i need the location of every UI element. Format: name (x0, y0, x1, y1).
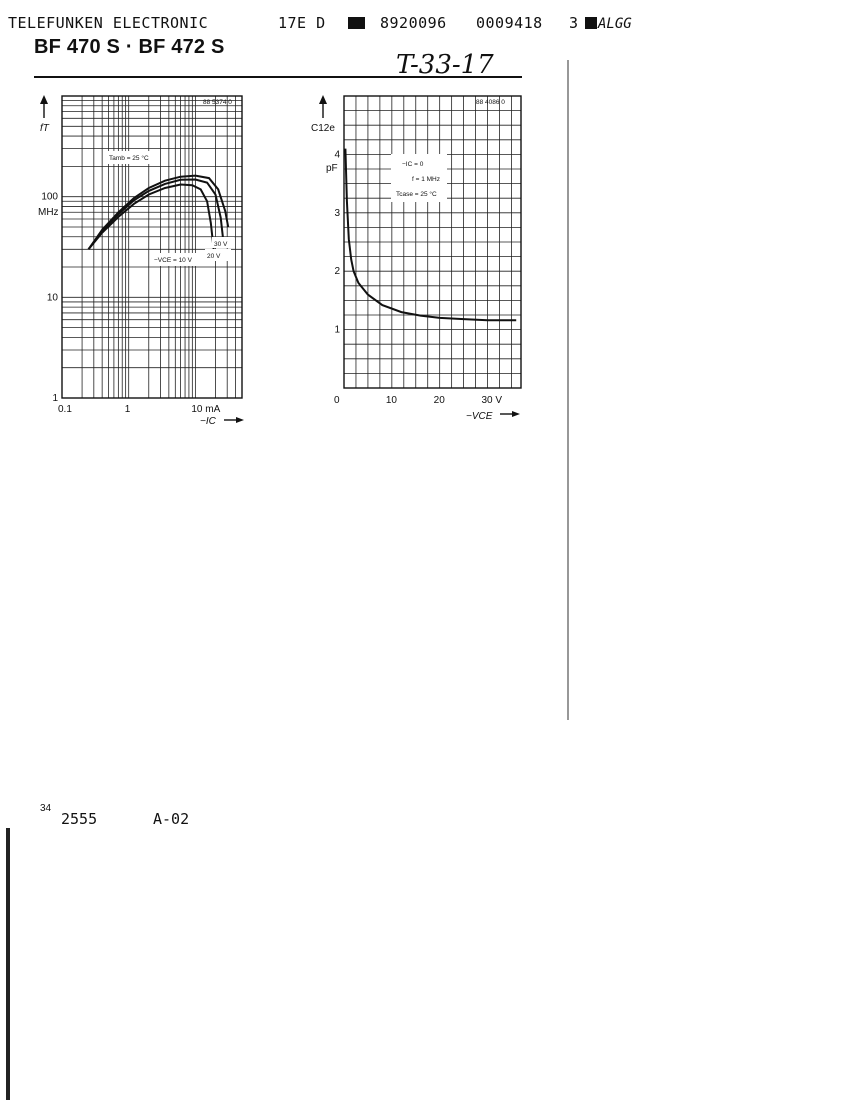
ft-series-label-box-3 (212, 237, 234, 248)
ft-y-tick-label: 100 (41, 192, 58, 203)
scan-margin-line (567, 60, 569, 720)
c12e-condition-line-1: −IC = 0 (402, 161, 424, 168)
c12e-y-axis-arrowhead (319, 95, 327, 104)
c12e-x-label: −VCE (466, 411, 493, 422)
header-suffix: ALGG (598, 16, 632, 32)
ft-x-axis-arrowhead (236, 417, 244, 423)
c12e-y-tick-label: 3 (334, 208, 340, 219)
ft-chart-figure-id: 88 5374 0 (203, 99, 232, 106)
ft-y-tick-label: 10 (47, 292, 59, 303)
ft-x-tick-label: 1 (125, 404, 131, 415)
ft-chart-curves (87, 174, 230, 253)
c12e-x-tick-label: 20 (434, 395, 446, 406)
ft-x-tick-label: 10 mA (191, 404, 220, 415)
ft-series-label-box-2 (205, 249, 231, 261)
header-number-1: 8920096 (380, 14, 447, 32)
page-title: BF 470 S · BF 472 S (34, 36, 225, 58)
ft-series-label-30v: 30 V (214, 241, 228, 248)
ft-series-label-20v: 20 V (207, 253, 221, 260)
ft-y-label: fT (40, 123, 50, 134)
c12e-x-tick-label: 30 V (482, 395, 503, 406)
c12e-x-axis-arrowhead (512, 411, 520, 417)
c12e-condition-line-2: f = 1 MHz (412, 176, 440, 183)
ft-y-unit: MHz (38, 207, 59, 218)
c12e-chart-ticks: 0 10 20 30 V 1 2 3 4 (334, 149, 502, 406)
ft-x-tick-label: 0.1 (58, 404, 72, 415)
header-block-mark (348, 17, 365, 29)
ft-condition-label: Tamb = 25 °C (109, 154, 149, 162)
ft-y-axis-arrowhead (40, 95, 48, 104)
ft-chart-grid (61, 96, 243, 399)
c12e-y-unit: pF (326, 163, 338, 174)
footer-revision: A-02 (153, 810, 190, 828)
page-number: 34 (40, 803, 52, 814)
c12e-chart-grid (344, 96, 521, 388)
title-rule (34, 76, 522, 78)
ft-x-label: −IC (200, 416, 217, 427)
c12e-condition-line-3: Tcase = 25 °C (396, 190, 437, 198)
header-code: 17E D (278, 14, 326, 32)
c12e-y-tick-label: 4 (334, 149, 340, 160)
header-number-3: 3 (569, 14, 579, 32)
c12e-y-label: C12e (311, 123, 335, 134)
c12e-chart-curves (344, 148, 517, 322)
c12e-y-tick-label: 1 (334, 325, 340, 336)
ft-chart-frame (61, 95, 243, 399)
ft-series-line-2 (87, 174, 230, 250)
c12e-condition-box (391, 154, 447, 202)
c12e-vs-vce-chart: 88 4086 0 0 10 20 30 V 1 2 3 4 C12e pF −VCE −IC… (311, 95, 522, 422)
scan-edge-bar (6, 828, 10, 1100)
ft-series-label-10v: −VCE = 10 V (154, 257, 193, 264)
c12e-chart-frame (343, 95, 522, 389)
header-number-2: 0009418 (476, 14, 543, 32)
ft-condition-box (106, 151, 154, 164)
footer-doc-code: 2555 (61, 810, 98, 828)
ft-series-label-box-1 (151, 253, 203, 266)
c12e-y-tick-label: 2 (334, 266, 340, 277)
c12e-series-line-0 (344, 148, 517, 322)
ft-y-tick-label: 1 (52, 393, 58, 404)
c12e-x-tick-label: 0 (334, 395, 340, 406)
handwritten-note: T-33-17 (396, 50, 494, 80)
ft-series-line-1 (87, 178, 225, 250)
manufacturer-header: TELEFUNKEN ELECTRONIC (8, 14, 209, 32)
c12e-chart-figure-id: 88 4086 0 (476, 99, 505, 106)
c12e-x-tick-label: 10 (386, 395, 398, 406)
header-block-mark-2 (585, 17, 597, 29)
ft-series-line-0 (87, 183, 215, 253)
